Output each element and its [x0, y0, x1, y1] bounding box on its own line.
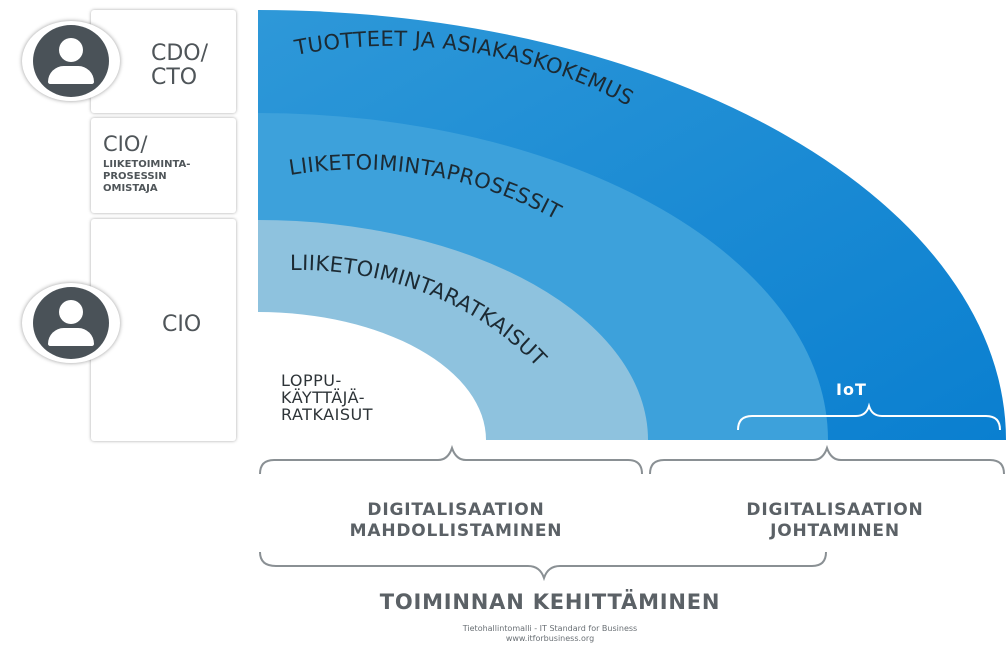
- label-enabling-digitalisation: DIGITALISAATION MAHDOLLISTAMINEN: [349, 500, 563, 541]
- label-business-development: TOIMINNAN KEHITTÄMINEN: [379, 590, 721, 614]
- footer-source: Tietohallintomalli - IT Standard for Bus…: [462, 624, 638, 633]
- enable-brace: [259, 444, 643, 475]
- role-panel-cio-process-owner: [91, 118, 236, 213]
- iot-brace: [737, 402, 1001, 431]
- role-label-cdo-cto: CDO/ CTO: [151, 41, 209, 90]
- user-avatar-icon: [22, 21, 120, 101]
- role-label-cio: CIO/: [103, 132, 148, 156]
- user-avatar-icon: [22, 283, 120, 363]
- layer-end-user-solutions: [258, 312, 486, 440]
- layer-label-end-user: LOPPU- KÄYTTÄJÄ- RATKAISUT: [281, 371, 373, 424]
- role-label-cio-bottom: CIO: [162, 312, 202, 337]
- lead-brace: [649, 444, 1005, 475]
- role-label-process-owner: LIIKETOIMINTA- PROSESSIN OMISTAJA: [103, 159, 191, 194]
- footer-url: www.itforbusiness.org: [505, 634, 595, 643]
- label-leading-digitalisation: DIGITALISAATION JOHTAMINEN: [746, 500, 924, 541]
- iot-label: IoT: [836, 380, 867, 399]
- development-brace: [259, 551, 827, 582]
